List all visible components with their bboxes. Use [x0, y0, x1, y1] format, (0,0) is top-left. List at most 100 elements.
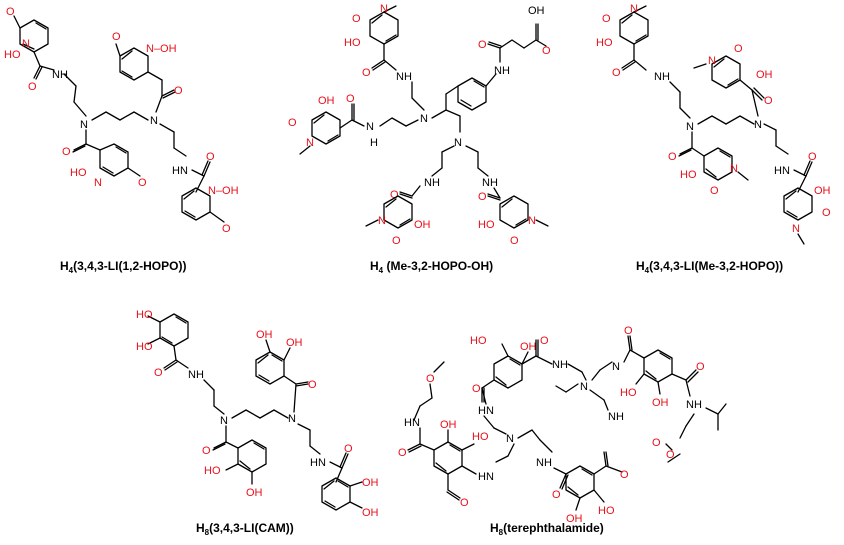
atom-n: N	[506, 433, 514, 445]
atom-nh: NH	[494, 65, 510, 77]
atom-o: O	[602, 13, 611, 25]
atom-n: N	[528, 215, 536, 227]
atom-n: N	[306, 137, 314, 149]
atom-o: O	[652, 437, 661, 449]
ring-2c	[457, 77, 487, 111]
atom-n: N	[686, 121, 694, 133]
atom-o: O	[28, 81, 37, 93]
molecule-5-terephthalamide: HO OH O NH O HN N N NH N	[398, 325, 727, 525]
atom-o: O	[822, 207, 831, 219]
atom-oh: OH	[362, 507, 379, 519]
atom-nh: NH	[424, 177, 440, 189]
atom-o: O	[352, 13, 361, 25]
atom-o: O	[206, 151, 215, 163]
ring-1a	[19, 19, 49, 53]
atom-oh: OH	[362, 477, 379, 489]
molecule-1-hopo: O N HO O NH N N O HO N O O N–	[4, 6, 239, 235]
caption-1: H4(3,4,3-LI(1,2-HOPO))	[60, 259, 186, 275]
ring-3a	[619, 11, 649, 45]
atom-hn: HN	[774, 165, 790, 177]
atom-o: O	[222, 223, 231, 235]
atom-o: O	[666, 449, 675, 461]
atom-ho: HO	[136, 309, 153, 321]
atom-n: N	[630, 3, 638, 15]
atom-ho: HO	[620, 387, 637, 399]
caption-4: H8(3,4,3-LI(CAM))	[196, 521, 294, 537]
atom-oh: OH	[814, 185, 831, 197]
atom-ho: HO	[478, 219, 495, 231]
atom-o: O	[62, 146, 71, 158]
ring-4d	[321, 477, 351, 511]
caption-5: H8(terephthalamide)	[490, 521, 604, 537]
atom-o: O	[552, 489, 561, 501]
atom-ho: HO	[680, 169, 697, 181]
atom-o: O	[734, 43, 743, 55]
atom-o: O	[308, 379, 317, 391]
atom-n: N	[708, 55, 716, 67]
atom-ho: HO	[204, 465, 221, 477]
atom-n: N	[366, 121, 374, 133]
atom-ho: HO	[472, 431, 489, 443]
atom-ho: HO	[344, 37, 361, 49]
atom-o: O	[154, 367, 163, 379]
ring-3c	[703, 147, 733, 181]
atom-n-oh: N–OH	[208, 185, 239, 197]
ring-4c	[237, 439, 267, 473]
atom-ho: HO	[4, 49, 21, 61]
molecule-4-cam: HO HO O NH N N OH OH O O	[136, 309, 379, 519]
atom-oh: OH	[414, 219, 431, 231]
atom-nh: NH	[654, 71, 670, 83]
atom-o: O	[202, 445, 211, 457]
atom-o: O	[460, 497, 469, 509]
atom-nh: NH	[188, 369, 204, 381]
atom-ho: HO	[470, 335, 487, 347]
ring-4b	[255, 351, 285, 385]
ring-1c	[119, 47, 149, 81]
atom-o: O	[668, 151, 677, 163]
atom-n: N	[94, 177, 102, 189]
atom-o: O	[696, 361, 705, 373]
atom-o: O	[288, 117, 297, 129]
atom-o: O	[346, 93, 355, 105]
atom-o: O	[426, 373, 435, 385]
atom-o: O	[540, 335, 549, 347]
atom-oh: OH	[318, 95, 335, 107]
atom-n: N	[754, 119, 762, 131]
atom-o: O	[398, 447, 407, 459]
atom-nh: NH	[608, 411, 624, 423]
ring-4a	[159, 313, 189, 347]
atom-n: N	[220, 415, 228, 427]
ring-5c	[433, 441, 463, 475]
ring-3b	[711, 55, 741, 89]
atom-n: N	[454, 137, 462, 149]
ring-2a	[369, 11, 399, 45]
atom-o: O	[344, 443, 353, 455]
ring-1b	[99, 143, 129, 177]
atom-o: O	[138, 177, 147, 189]
atom-o: O	[6, 6, 15, 18]
atom-o: O	[174, 85, 183, 97]
atom-n: N	[380, 3, 388, 15]
atom-ho: HO	[598, 505, 615, 517]
atom-n: N	[580, 381, 588, 393]
atom-h: H	[370, 137, 378, 149]
atom-oh: OH	[286, 337, 303, 349]
atom-oh: OH	[256, 329, 273, 341]
atom-nh: NH	[536, 457, 552, 469]
atom-nh: NH	[686, 399, 702, 411]
ring-2e	[499, 195, 529, 229]
ring-2d	[383, 195, 413, 229]
atom-o: O	[764, 95, 773, 107]
atom-oh: OH	[566, 513, 583, 525]
atom-o: O	[510, 235, 519, 247]
atom-n: N	[80, 119, 88, 131]
ring-3d	[783, 187, 813, 221]
atom-nh: NH	[552, 359, 568, 371]
atom-o: O	[390, 189, 399, 201]
atom-nh: NH	[482, 177, 498, 189]
ring-1d	[181, 187, 211, 221]
caption-2: H4 (Me-3,2-HOPO-OH)	[370, 259, 493, 275]
ring-5b	[643, 349, 673, 383]
atom-n-oh: N–OH	[146, 43, 177, 55]
atom-oh: OH	[440, 419, 457, 431]
